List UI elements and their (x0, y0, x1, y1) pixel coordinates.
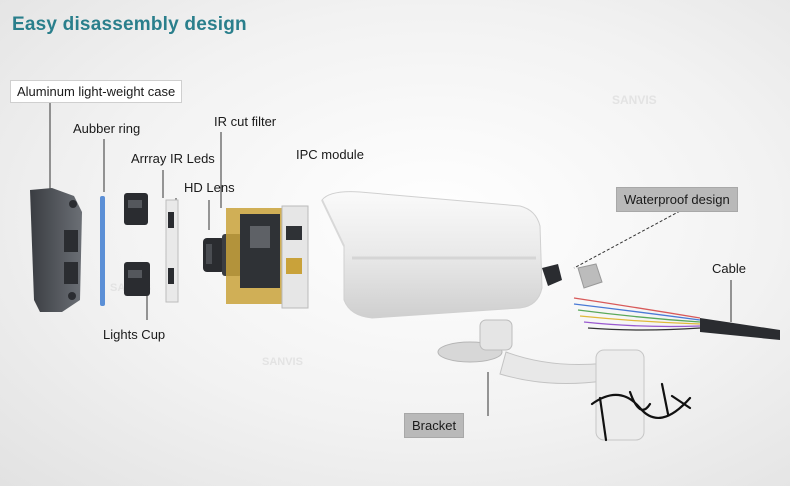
cable-wires (573, 297, 701, 331)
housing-part (321, 191, 543, 319)
signature-mark (590, 382, 692, 442)
leader-lines (49, 99, 732, 416)
label-rubber-ring: Aubber ring (73, 121, 141, 136)
waterproof-part (542, 263, 603, 289)
aluminum-case-part (30, 188, 82, 312)
cable-part (700, 318, 780, 340)
rubber-ring-part (100, 196, 105, 306)
label-aluminum-case: Aluminum light-weight case (10, 80, 183, 103)
label-bracket: Bracket (404, 413, 465, 438)
bracket-part (437, 319, 645, 441)
label-hd-lens: HD Lens (184, 180, 235, 195)
label-cable: Cable (712, 261, 746, 276)
label-ir-leds: Arrray IR Leds (131, 151, 215, 166)
page-title: Easy disassembly design (12, 14, 247, 35)
label-lights-cup: Lights Cup (103, 327, 166, 342)
label-waterproof: Waterproof design (616, 187, 738, 212)
label-ir-cut-filter: IR cut filter (214, 114, 277, 129)
watermark-4: SANVIS (262, 356, 303, 368)
ir-leds-part (124, 193, 179, 303)
ipc-board-part (226, 205, 309, 309)
label-ipc-module: IPC module (296, 147, 364, 162)
watermark-1: SANVIS (612, 93, 657, 107)
